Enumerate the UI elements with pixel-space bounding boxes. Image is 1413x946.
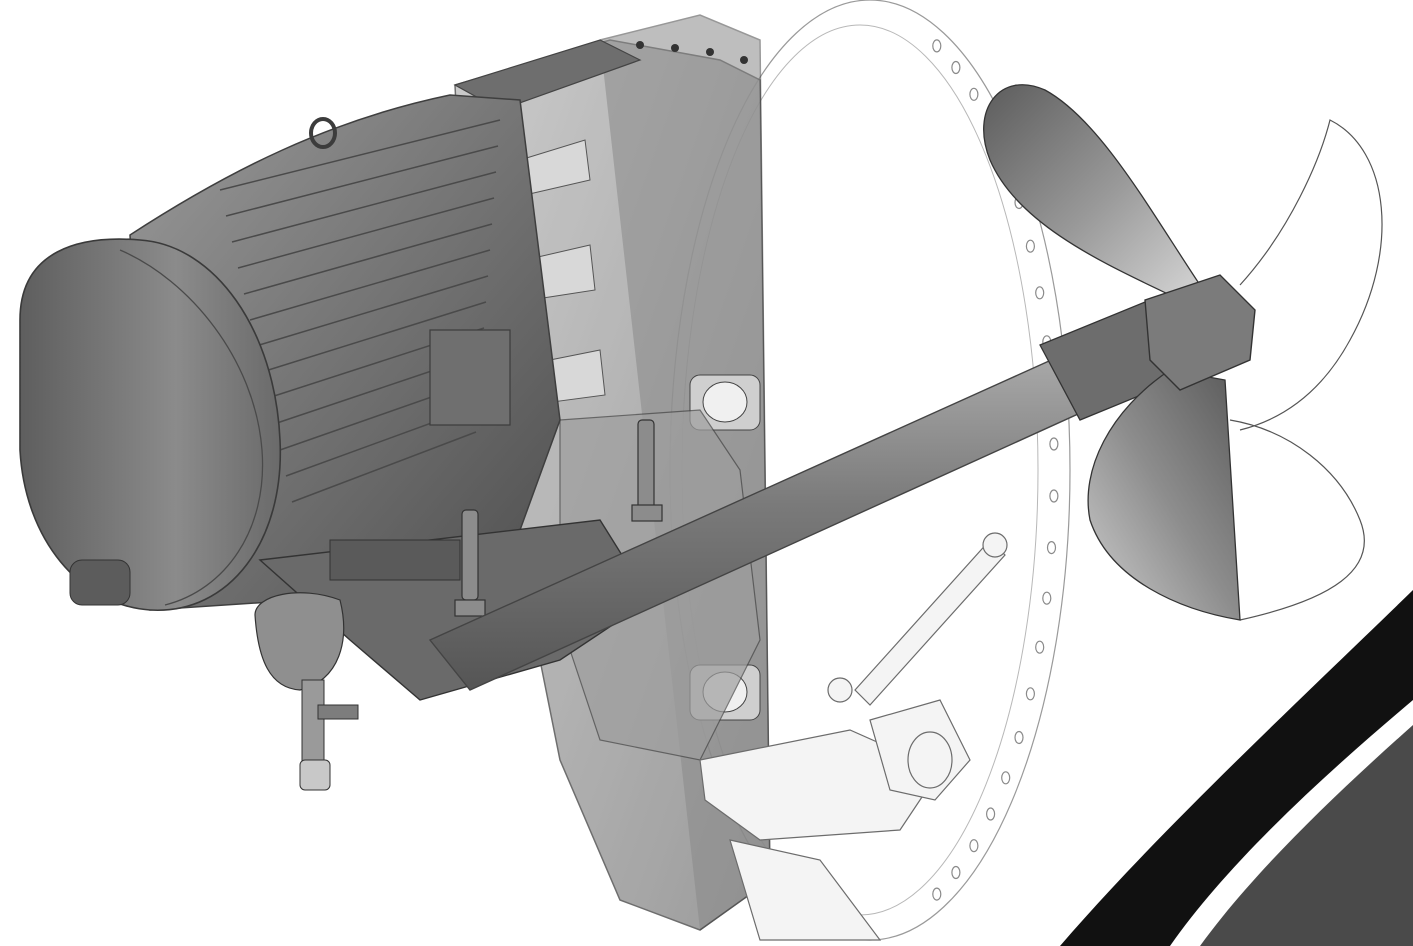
corner-swoosh [1060,590,1413,946]
cooling-fin [249,249,491,321]
flange-bolt-hole [969,87,979,101]
cooling-fin [231,171,497,243]
flange-bolt-hole [985,807,996,821]
cooling-fin [255,275,489,347]
lifting-eye [309,117,337,149]
flange-bolt-hole [1035,640,1045,654]
tilt-linkage [699,532,1008,941]
flange-bolt-hole [951,865,961,880]
terminal-box [429,329,511,426]
cooling-fin [237,197,495,269]
cooling-fin [261,301,487,373]
flange-bolt-hole [1025,687,1036,701]
flange-bolt-hole [1035,286,1045,300]
flange-bolt-hole [932,39,942,53]
flange-bolt-hole [1046,540,1057,555]
lubricator [254,592,359,791]
flange-bolt-hole [1042,591,1052,605]
cooling-fin [243,223,493,295]
cooling-fin [225,145,499,217]
propeller-blade-right [1239,119,1383,431]
cooling-fin [219,119,501,191]
propeller-blade-upper [983,84,1201,301]
propeller [983,84,1383,621]
cooling-fin [291,431,477,503]
flange-bolt-hole [969,839,979,853]
flange-bolt-hole [951,60,961,75]
flange-bolt-hole [1049,489,1059,503]
electric-motor [19,94,561,611]
propeller-blade-lower [1087,369,1241,621]
flange-bolt-hole [1049,437,1059,451]
flange-bolt-hole [932,887,942,901]
propeller-hub [1144,274,1256,391]
mounting-studs [454,419,663,617]
flange-bolt-hole [1025,239,1036,253]
flange-bolt-hole [1014,730,1024,745]
flange-bolt-hole [1001,771,1011,785]
